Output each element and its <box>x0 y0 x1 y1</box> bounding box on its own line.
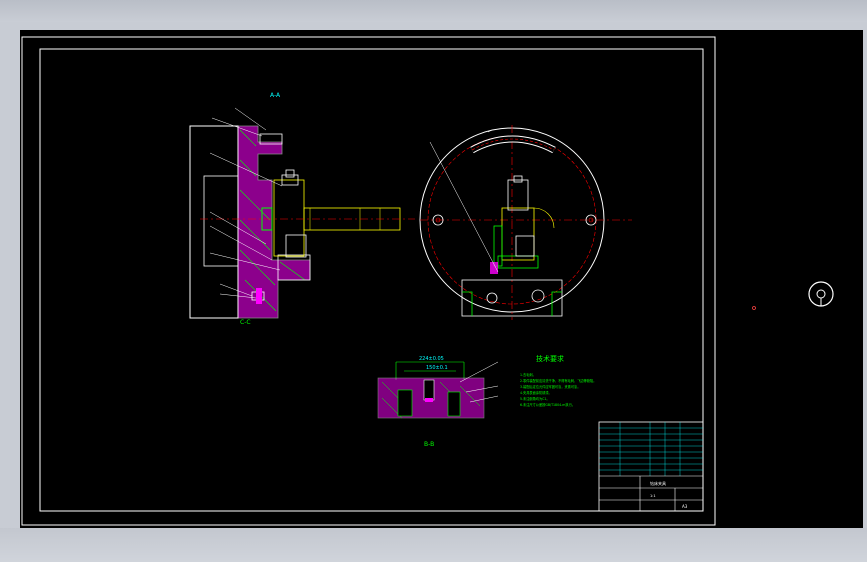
title-block-sheet: A3 <box>682 504 688 509</box>
dim-inner: 150±0.1 <box>426 365 448 371</box>
title-block-scale: 1:1 <box>650 494 656 498</box>
left-section-view: A-A <box>189 92 415 326</box>
drawing-viewport[interactable]: A-A <box>20 30 863 528</box>
tech-req-line: 6.未注尺寸公差按GB/T1804-m执行。 <box>520 402 575 407</box>
top-toolbar-strip <box>0 0 867 22</box>
outer-sheet-frame <box>21 36 716 526</box>
dim-outer: 224±0.05 <box>419 356 444 362</box>
tech-req-line: 4.夹具表面涂防锈漆。 <box>520 390 552 395</box>
ucs-icon[interactable] <box>808 281 834 307</box>
tech-req-line: 2.零件装配前应清洗干净，不得有毛刺、飞边等缺陷。 <box>520 378 596 383</box>
cad-drawing-canvas[interactable]: A-A <box>20 30 863 528</box>
point-marker <box>752 306 756 310</box>
section-b-label: B-B <box>424 441 434 448</box>
view-c-label: C-C <box>240 319 251 326</box>
tech-req-title: 技术要求 <box>536 354 564 363</box>
section-a-label: A-A <box>270 92 281 99</box>
tech-req-line: 5.未注倒角均为C1。 <box>520 396 550 401</box>
inner-sheet-frame <box>39 48 704 512</box>
circular-view <box>419 125 632 320</box>
section-b-view: 224±0.05 150±0.1 <box>377 356 499 448</box>
tech-req-line: 1.去毛刺。 <box>520 372 536 377</box>
tech-req-line: 3.装配后定位元件应牢固可靠，夹紧可靠。 <box>520 384 580 389</box>
technical-requirements: 技术要求 1.去毛刺。 2.零件装配前应清洗干净，不得有毛刺、飞边等缺陷。 3.… <box>520 354 596 407</box>
title-block-name: 钻床夹具 <box>650 480 666 486</box>
bottom-status-strip <box>0 528 867 562</box>
title-block: 钻床夹具 1:1 A3 <box>598 421 704 512</box>
